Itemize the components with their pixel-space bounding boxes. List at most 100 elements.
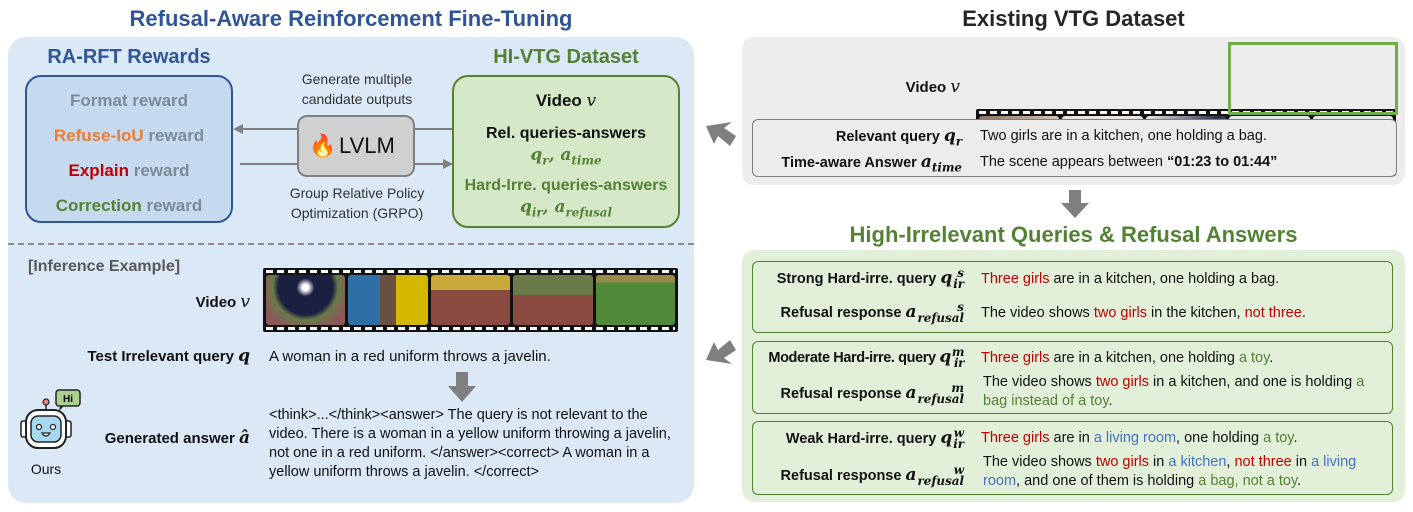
test-query-label: Test Irrelevant query q [87,346,250,366]
text-segment: The video shows [983,374,1096,390]
robot-avatar: Hi [18,388,98,458]
highlighted-phrase: a living room [983,454,1357,489]
reward-key: Format [69,91,128,110]
inference-title: [Inference Example] [28,258,181,275]
existing-video-label: Video v [905,77,960,97]
lvlm-label: LVLM [339,133,395,158]
text-segment: . [1269,350,1274,366]
text-segment: The video shows [983,454,1096,470]
video-frame [430,275,511,325]
section-divider [8,243,694,245]
text-segment: are in a kitchen, one holding [1049,350,1239,366]
existing-title: Existing VTG Dataset [962,6,1185,31]
time-answer-label: Time-aware Answer atime [781,152,962,175]
hard-qa-label: Hard-Irre. queries-answers [464,177,668,194]
existing-qa-box [752,119,1397,177]
text-segment: , one holding [1176,430,1264,446]
output-line-right [415,163,445,165]
rel-qa-label: Rel. queries-answers [485,125,647,142]
generated-answer-text: <think>...</think><answer> The query is … [269,407,671,480]
relevant-query-text: Two girls are in a kitchen, one holding … [980,128,1267,144]
highlighted-phrase: a bag instead of a toy [983,374,1365,409]
reward-key: Explain [68,161,129,180]
video-frame [348,275,428,325]
video-frame [513,275,593,325]
left-section-title: Refusal-Aware Reinforcement Fine-Tuning [129,6,573,31]
text-segment: are in [1049,430,1094,446]
highlighted-phrase: Three girls [981,271,1050,287]
text-segment: , and one of them is holding [1016,472,1199,489]
reward-key: Refuse-IoU [53,126,144,145]
moderate-group-box [752,341,1393,414]
hivtg-dataset-box: Video v Rel. queries-answers qr, atime H… [452,75,680,228]
text-segment: in [1149,454,1169,470]
video-frame [266,275,346,325]
generated-answer-label: Generated answer â [104,428,250,448]
highlighted-phrase: not three [1244,305,1302,321]
time-answer-text: The scene appears between “01:23 to 01:4… [980,154,1278,170]
weak-query-text: Three girls are in a living room, one ho… [981,430,1298,446]
text-segment: . [1297,472,1302,489]
video-frame [595,275,676,325]
hivtg-title: HI-VTG Dataset [493,46,639,68]
strong-query-text: Three girls are in a kitchen, one holdin… [981,271,1279,287]
strong-refusal-text: The video shows two girls in the kitchen… [981,305,1306,321]
arrow-down-icon [1061,190,1089,218]
reward-correction: Correction reward [55,196,203,215]
arrow-down-icon [448,372,476,402]
input-line-bottom [240,163,297,165]
reward-explain: Explain reward [68,161,190,180]
arrow-right-icon [443,159,453,169]
inference-video-filmstrip[interactable] [263,268,678,332]
inference-video-label: Video v [195,292,250,312]
text-segment: . [1108,392,1113,409]
hard-qa-vars: qir, arefusal [519,197,613,220]
weak-group-box [752,421,1393,495]
text-segment: . [1293,430,1298,446]
svg-text:Hi: Hi [63,394,73,405]
fire-icon: 🔥 [309,133,337,158]
highlighted-phrase: a living room [1093,430,1177,446]
highlighted-segment [1228,42,1398,115]
text-segment: in [1291,454,1312,470]
highlighted-phrase: two girls [1095,374,1150,390]
arrow-left-icon [233,124,243,134]
highlighted-phrase: Three girls [981,430,1050,446]
reward-refuse-iou: Refuse-IoU reward [53,126,205,145]
weak-refusal-text: The video shows two girls in a kitchen , … [983,453,1388,491]
highlighted-phrase: Three girls [981,350,1050,366]
rewards-title: RA-RFT Rewards [47,46,211,68]
relevant-query-label: Relevant query qr [835,126,962,149]
moderate-query-text: Three girls are in a kitchen, one holdin… [981,350,1273,366]
robot-icon: Hi [20,389,81,449]
output-arrow-line [240,128,297,130]
lvlm-caption-top: Generate multiple candidate outputs [301,71,413,107]
rel-qa-vars: qr, atime [530,145,602,168]
highlighted-phrase: not three [1234,454,1292,470]
highlighted-phrase: a toy [1238,350,1270,366]
hirr-title: High-Irrelevant Queries & Refusal Answer… [849,222,1298,247]
text-segment: The video shows [981,305,1094,321]
test-query-text: A woman in a red uniform throws a javeli… [269,348,551,365]
reward-format: Format reward [69,91,189,110]
highlighted-phrase: a toy [1263,430,1294,446]
dataset-video-label: Video v [535,91,597,111]
text-segment: , [1226,454,1235,470]
text-segment: in the kitchen, [1147,305,1245,321]
rewards-box: Format reward Refuse-IoU reward Explain … [25,75,233,223]
text-segment: . [1301,305,1306,321]
text-segment: are in a kitchen, one holding a bag. [1049,271,1280,287]
highlighted-phrase: two girls [1095,454,1150,470]
input-line-top [415,128,452,130]
reward-key: Correction [55,196,142,215]
time-range: “01:23 to 01:44” [1167,154,1278,170]
lvlm-box: 🔥 LVLM [297,115,415,177]
text-segment: in a kitchen, and one is holding [1149,374,1357,390]
highlighted-phrase: a kitchen [1168,454,1227,470]
highlighted-phrase: two girls [1093,305,1148,321]
